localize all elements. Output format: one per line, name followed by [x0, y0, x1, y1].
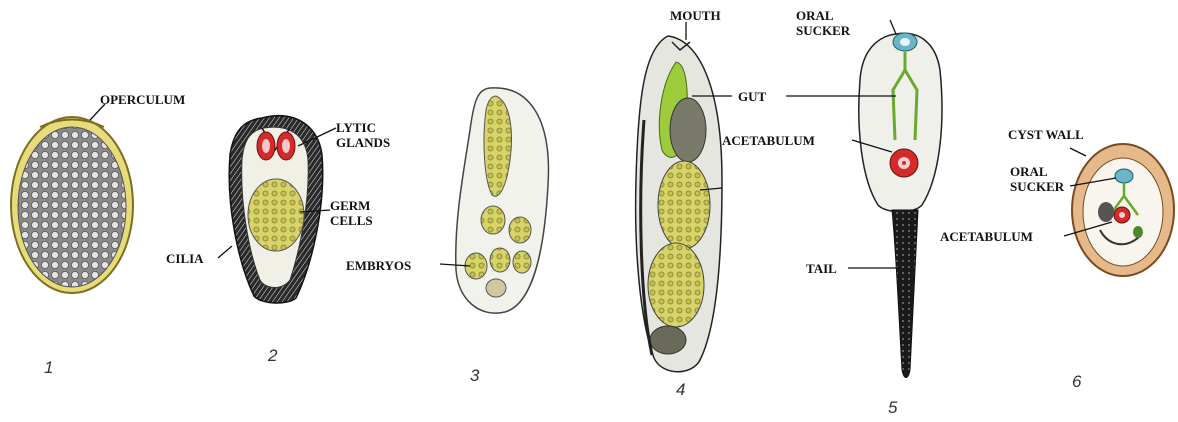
stage-number-6: 6 [1072, 372, 1081, 392]
label-mouth: MOUTH [670, 8, 721, 23]
label-oral-sucker-cercaria-line2: SUCKER [796, 23, 850, 38]
label-lytic-glands-line1: LYTIC [336, 120, 390, 135]
label-lytic-glands-line2: GLANDS [336, 135, 390, 150]
cercaria-figure [859, 33, 942, 378]
label-germ-cells: GERM CELLS [330, 198, 373, 228]
label-oral-sucker-metacercaria-line1: ORAL [1010, 164, 1064, 179]
label-acetabulum-cercaria: ACETABULUM [722, 133, 815, 148]
stage-number-4: 4 [676, 380, 685, 400]
label-germ-cells-line2: CELLS [330, 213, 373, 228]
egg-figure [11, 117, 133, 293]
stage-number-5: 5 [888, 398, 897, 418]
label-oral-sucker-cercaria-line1: ORAL [796, 8, 850, 23]
metacercaria-figure [1072, 144, 1174, 276]
label-tail: TAIL [806, 261, 837, 276]
miracidium-figure [229, 116, 322, 303]
label-operculum: OPERCULUM [100, 92, 185, 107]
label-germ-cells-line1: GERM [330, 198, 373, 213]
label-oral-sucker-cercaria: ORAL SUCKER [796, 8, 850, 38]
label-oral-sucker-metacercaria: ORAL SUCKER [1010, 164, 1064, 194]
label-embryos: EMBRYOS [346, 258, 411, 273]
label-gut: GUT [738, 89, 766, 104]
sporocyst-figure [456, 88, 549, 313]
stage-number-2: 2 [268, 346, 277, 366]
label-cyst-wall: CYST WALL [1008, 127, 1084, 142]
stage-number-1: 1 [44, 358, 53, 378]
label-oral-sucker-metacercaria-line2: SUCKER [1010, 179, 1064, 194]
label-acetabulum-metacercaria: ACETABULUM [940, 229, 1033, 244]
label-cilia: CILIA [166, 251, 204, 266]
redia-figure [636, 36, 722, 372]
label-lytic-glands: LYTIC GLANDS [336, 120, 390, 150]
stage-number-3: 3 [470, 366, 479, 386]
